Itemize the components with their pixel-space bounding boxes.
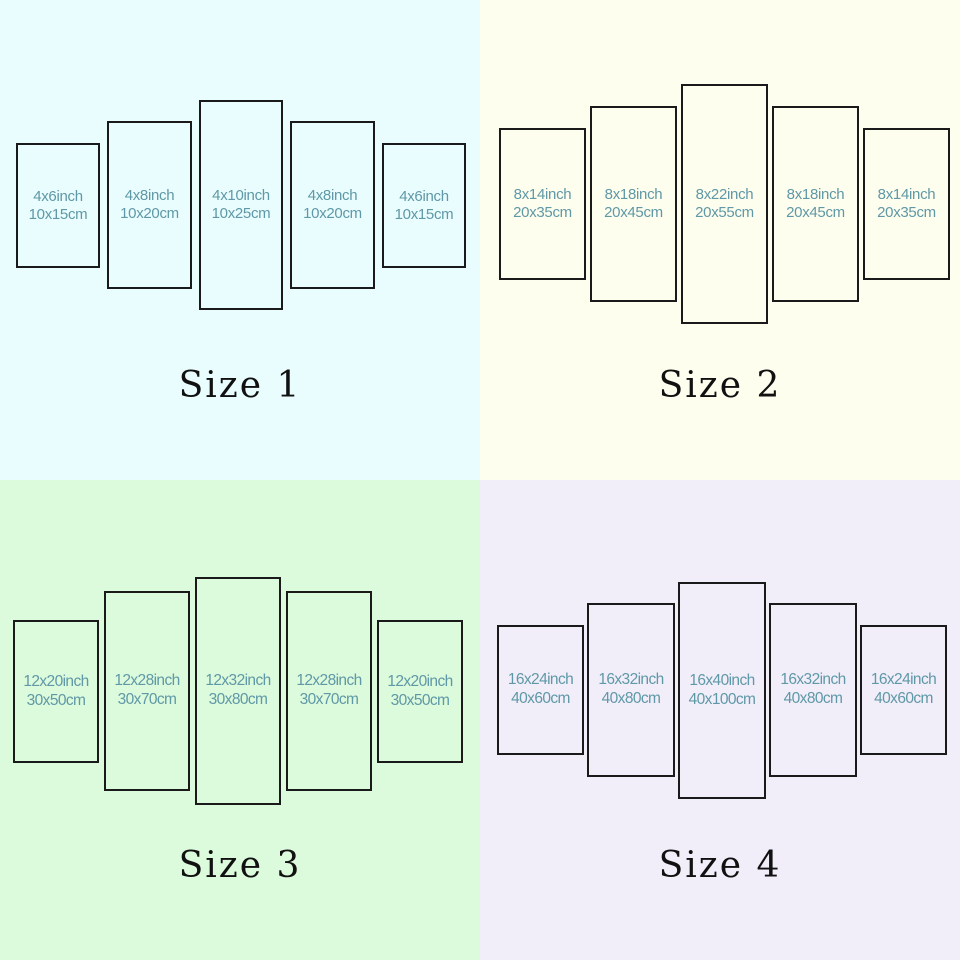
canvas-panel-5: 8x14inch 20x35cm (863, 128, 950, 280)
panel-cm-size: 40x60cm (874, 690, 933, 707)
canvas-panel-2: 16x32inch 40x80cm (587, 603, 675, 777)
canvas-panel-1: 8x14inch 20x35cm (499, 128, 586, 280)
panel-cm-size: 40x80cm (783, 690, 843, 707)
panel-inch-size: 12x20inch (387, 672, 453, 690)
canvas-panel-3: 4x10inch 10x25cm (199, 100, 283, 310)
panel-inch-size: 12x28inch (114, 672, 180, 690)
panel-cm-size: 40x100cm (688, 690, 756, 708)
canvas-panel-4: 12x28inch 30x70cm (286, 591, 372, 791)
canvas-panel-1: 4x6inch 10x15cm (16, 143, 100, 268)
panel-inch-size: 16x32inch (598, 671, 664, 689)
panel-inch-size: 8x18inch (786, 186, 845, 203)
panel-cm-size: 10x20cm (120, 205, 179, 222)
panel-inch-size: 4x6inch (399, 187, 449, 205)
canvas-panel-5: 16x24inch 40x60cm (860, 625, 947, 755)
panel-cm-size: 10x20cm (303, 205, 362, 222)
canvas-panel-4: 4x8inch 10x20cm (290, 121, 375, 289)
panel-cm-size: 20x35cm (513, 204, 572, 221)
panel-cm-size: 30x50cm (390, 691, 450, 709)
size-label: Size 1 (178, 365, 302, 406)
panel-inch-size: 12x28inch (296, 672, 362, 690)
panel-inch-size: 8x14inch (513, 186, 572, 203)
size-2-quadrant: 8x14inch 20x35cm 8x18inch 20x45cm 8x22in… (480, 0, 960, 480)
panel-inch-size: 8x18inch (604, 186, 663, 203)
panel-inch-size: 16x32inch (780, 671, 846, 689)
canvas-panel-1: 12x20inch 30x50cm (13, 620, 99, 763)
panel-inch-size: 16x24inch (507, 671, 574, 689)
panel-cm-size: 30x50cm (26, 691, 86, 709)
size-4-quadrant: 16x24inch 40x60cm 16x32inch 40x80cm 16x4… (480, 480, 960, 960)
panel-inch-size: 4x8inch (307, 187, 358, 204)
size-1-quadrant: 4x6inch 10x15cm 4x8inch 10x20cm 4x10inch… (0, 0, 480, 480)
panel-cm-size: 20x45cm (786, 204, 845, 221)
panel-cm-size: 20x45cm (604, 204, 663, 221)
panel-inch-size: 8x14inch (877, 186, 936, 203)
size-label: Size 4 (658, 845, 782, 886)
panel-cm-size: 20x55cm (695, 204, 754, 221)
canvas-panel-3: 16x40inch 40x100cm (678, 582, 766, 799)
size-3-quadrant: 12x20inch 30x50cm 12x28inch 30x70cm 12x3… (0, 480, 480, 960)
canvas-panel-2: 8x18inch 20x45cm (590, 106, 677, 302)
panel-inch-size: 16x40inch (689, 671, 755, 689)
size-label: Size 3 (178, 845, 302, 886)
panel-inch-size: 8x22inch (695, 186, 754, 203)
panel-inch-size: 4x6inch (33, 187, 83, 205)
canvas-panel-3: 12x32inch 30x80cm (195, 577, 281, 805)
canvas-panel-2: 4x8inch 10x20cm (107, 121, 192, 289)
size-label: Size 2 (658, 365, 782, 406)
panel-cm-size: 10x15cm (28, 205, 88, 223)
canvas-panel-3: 8x22inch 20x55cm (681, 84, 768, 324)
canvas-panel-1: 16x24inch 40x60cm (497, 625, 584, 755)
panel-cm-size: 30x70cm (117, 691, 177, 708)
canvas-panel-2: 12x28inch 30x70cm (104, 591, 190, 791)
panel-cm-size: 40x60cm (511, 690, 570, 707)
panel-cm-size: 10x25cm (211, 205, 271, 222)
panel-cm-size: 20x35cm (877, 204, 936, 221)
panel-inch-size: 12x20inch (23, 672, 89, 690)
canvas-panel-5: 4x6inch 10x15cm (382, 143, 466, 268)
canvas-panel-4: 16x32inch 40x80cm (769, 603, 857, 777)
canvas-panel-5: 12x20inch 30x50cm (377, 620, 463, 763)
panel-inch-size: 12x32inch (205, 672, 271, 690)
panel-cm-size: 30x80cm (208, 691, 268, 708)
panel-cm-size: 10x15cm (394, 205, 454, 223)
panel-cm-size: 30x70cm (299, 691, 359, 708)
panel-cm-size: 40x80cm (601, 690, 661, 707)
panel-inch-size: 16x24inch (870, 671, 937, 689)
panel-inch-size: 4x10inch (212, 187, 270, 204)
panel-inch-size: 4x8inch (124, 187, 175, 204)
canvas-panel-4: 8x18inch 20x45cm (772, 106, 859, 302)
